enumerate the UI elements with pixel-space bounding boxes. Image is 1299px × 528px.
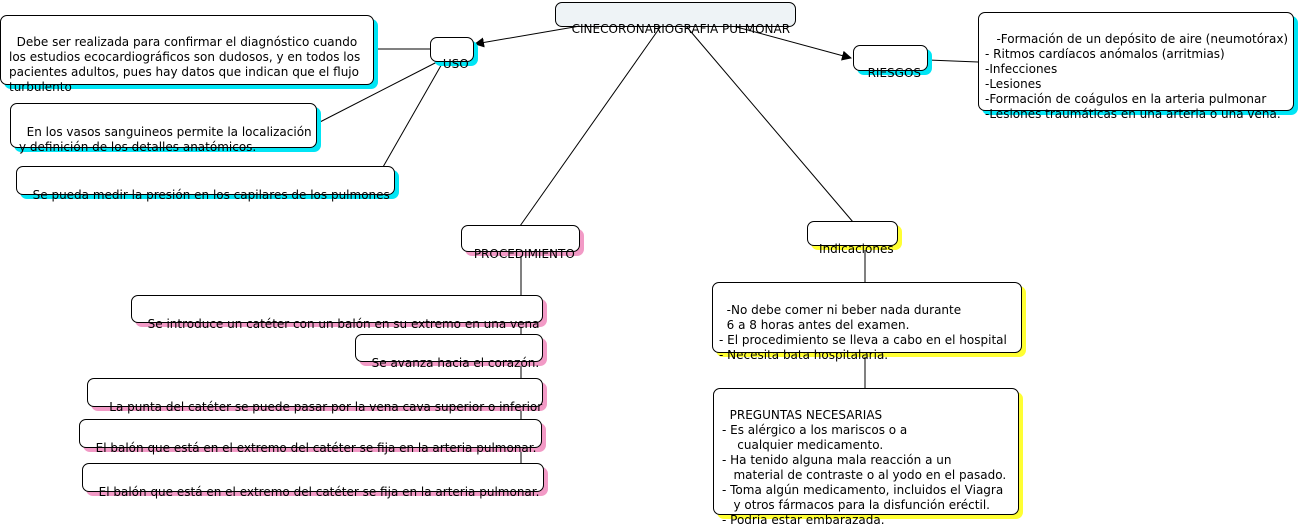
procedimiento-step-2-text: Se avanza hacia el corazón. [371,356,540,370]
uso-item-3[interactable]: Se pueda medir la presión en los capilar… [16,166,395,202]
uso-item-2[interactable]: En los vasos sanguineos permite la local… [10,103,317,154]
procedimiento-label: PROCEDIMIENTO [473,247,575,261]
procedimiento-step-1-text: Se introduce un catéter con un balón en … [147,317,540,331]
edge-riesgos-details [927,59,979,63]
uso-item-1-text: Debe ser realizada para confirmar el dia… [9,35,361,94]
root-node[interactable]: CINECORONARIOGRAFIA PULMONAR [555,2,796,36]
procedimiento-step-3-text: La punta del catéter se puede pasar por … [101,400,543,414]
riesgos-details[interactable]: -Formación de un depósito de aire (neumo… [978,12,1294,121]
procedimiento-step-5[interactable]: El balón que está en el extremo del caté… [82,463,544,499]
riesgos-label: RIESGOS [867,66,922,80]
uso-node[interactable]: USO [430,37,474,71]
root-label: CINECORONARIOGRAFIA PULMONAR [571,22,791,36]
procedimiento-node[interactable]: PROCEDIMIENTO [461,225,580,261]
indicaciones-node[interactable]: Indicaciones [807,221,898,256]
edge-uso-item3 [382,61,444,168]
procedimiento-step-2[interactable]: Se avanza hacia el corazón. [355,334,543,370]
procedimiento-step-5-text: El balón que está en el extremo del caté… [98,485,540,499]
preguntas-necesarias[interactable]: PREGUNTAS NECESARIAS - Es alérgico a los… [713,388,1019,527]
indicaciones-details-text: -No debe comer ni beber nada durante 6 a… [719,303,1007,362]
riesgos-node[interactable]: RIESGOS [853,45,928,80]
procedimiento-step-4-text: El balón que está en el extremo del caté… [95,441,537,455]
procedimiento-step-3[interactable]: La punta del catéter se puede pasar por … [87,378,543,414]
indicaciones-label: Indicaciones [819,242,894,256]
uso-item-2-text: En los vasos sanguineos permite la local… [19,125,312,154]
preguntas-necesarias-text: PREGUNTAS NECESARIAS - Es alérgico a los… [722,408,1007,527]
edge-root-procedimiento [519,25,662,227]
uso-item-1[interactable]: Debe ser realizada para confirmar el dia… [0,15,374,94]
uso-item-3-text: Se pueda medir la presión en los capilar… [32,188,390,202]
edge-root-indicaciones [685,25,854,223]
uso-label: USO [442,57,469,71]
riesgos-details-text: -Formación de un depósito de aire (neumo… [985,32,1289,121]
procedimiento-step-1[interactable]: Se introduce un catéter con un balón en … [131,295,543,331]
procedimiento-step-4[interactable]: El balón que está en el extremo del caté… [79,419,542,455]
indicaciones-details[interactable]: -No debe comer ni beber nada durante 6 a… [712,282,1022,362]
